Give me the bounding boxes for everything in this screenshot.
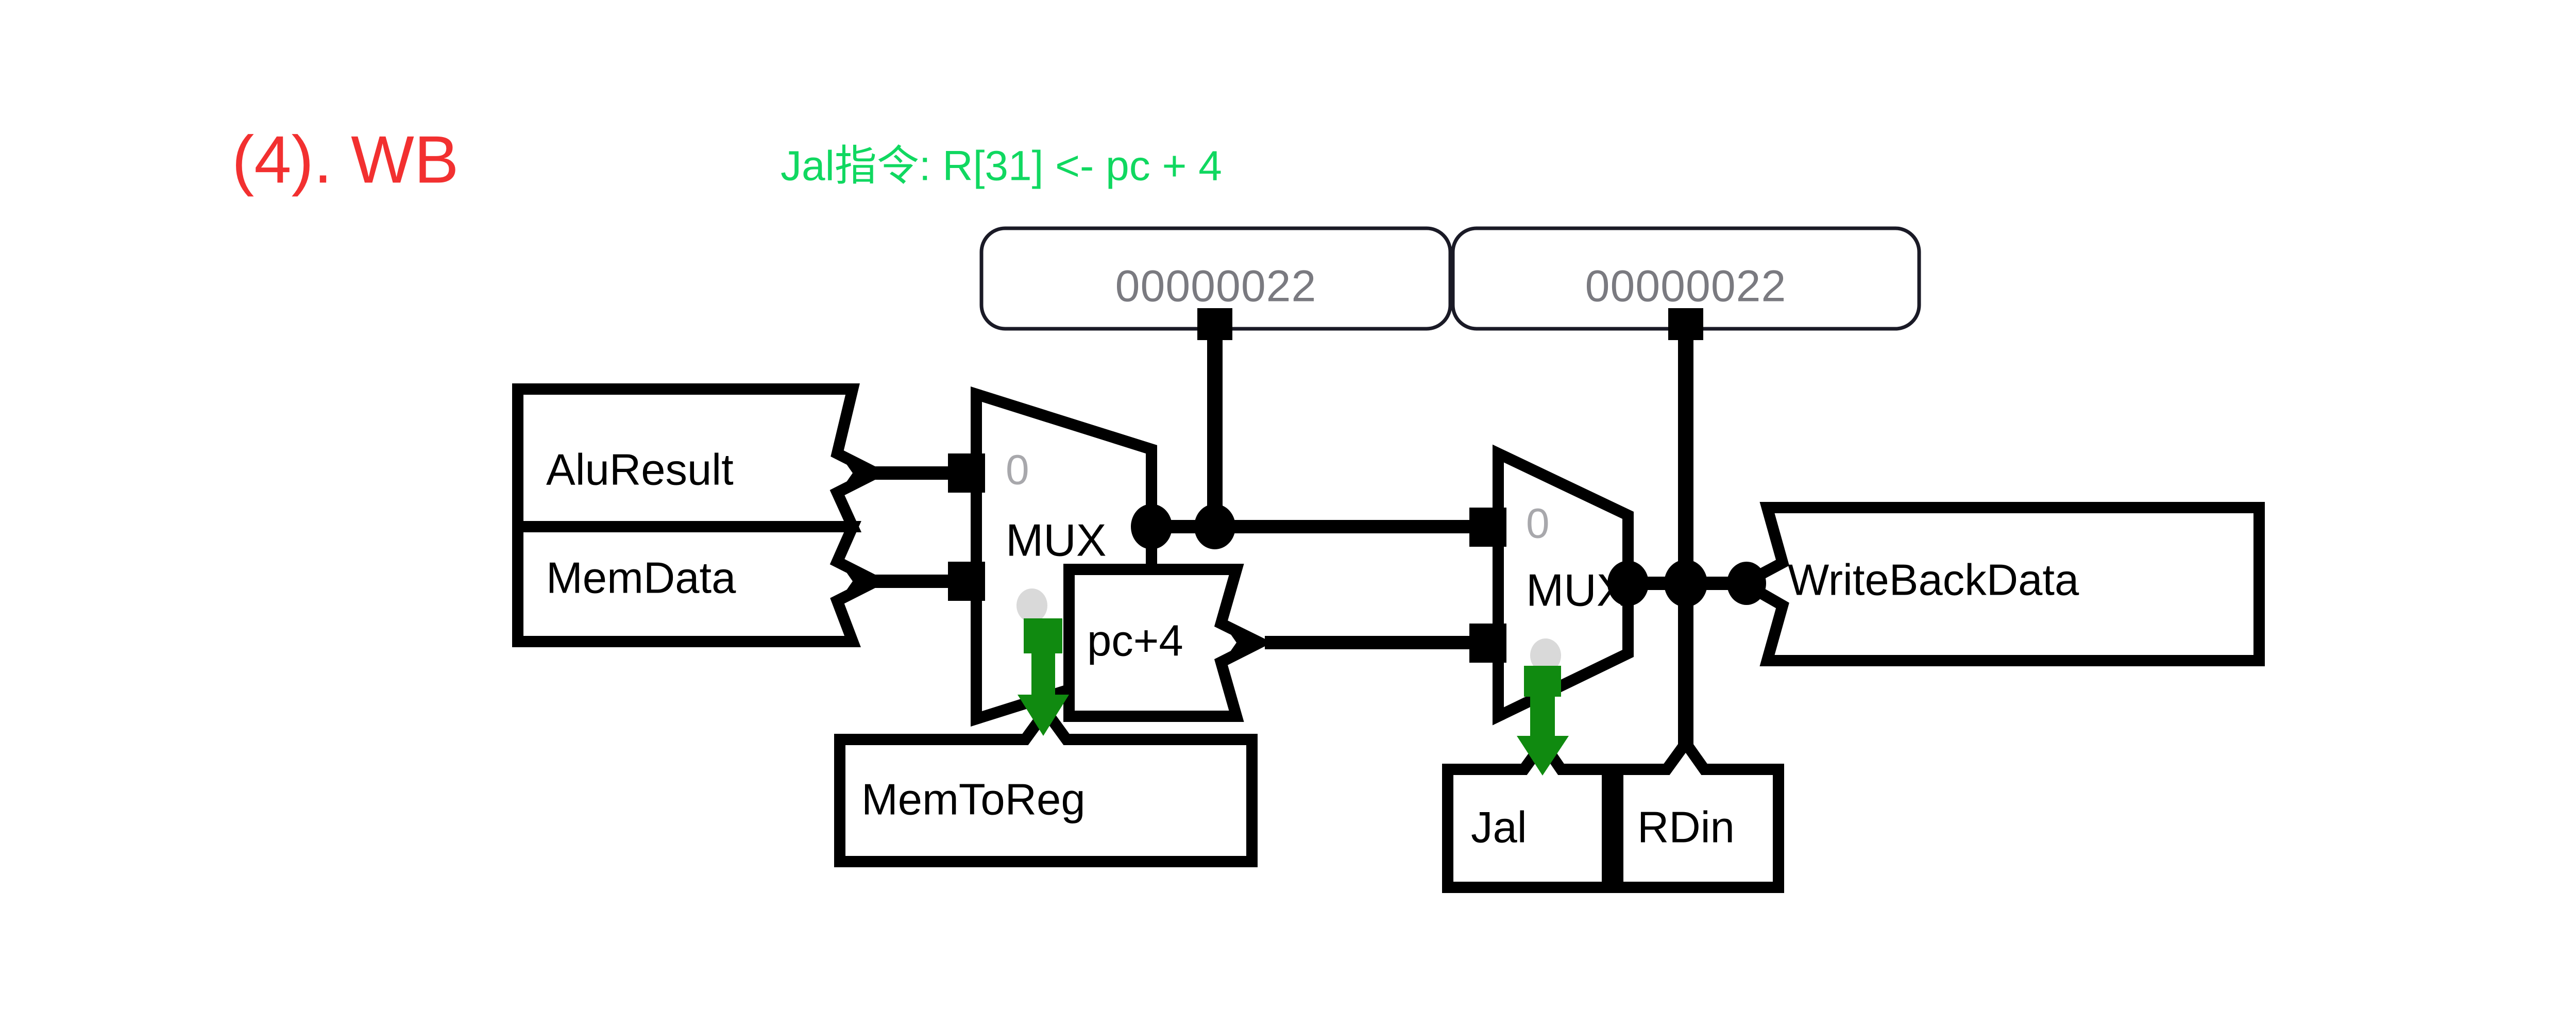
mux-1-port-1 [948,562,985,601]
pc-plus-4-block: pc+4 [1063,564,1273,722]
jal-control-arrow-icon [1517,666,1569,776]
mux-1-port-0 [948,453,985,493]
write-back-data-outline [1732,502,2265,666]
register-right-value: 00000022 [1585,262,1787,311]
mem-to-reg-outline [834,701,1258,867]
mem-to-reg-label: MemToReg [861,775,1086,824]
register-left-tap-port [1197,308,1232,340]
instruction-note: Jal指令: R[31] <- pc + 4 [781,143,1222,190]
jal-outline [1442,733,1613,893]
mux-2-port-1 [1469,624,1506,663]
mux-1-index-label: 0 [1006,447,1029,494]
register-box-left: 00000022 [979,226,1452,331]
rdin-outline [1612,733,1784,893]
mux-1-control-dot [1016,588,1047,622]
mux-2-control-dot [1530,638,1561,672]
write-back-data-label: WriteBackData [1788,556,2079,604]
junction-reg-left-bus [1194,504,1235,549]
register-left-value: 00000022 [1115,262,1317,311]
mem-data-block: MemData [512,521,889,647]
junction-mux1-output [1131,504,1172,549]
mem-to-reg-control-arrow-icon [1018,618,1069,736]
arrow-memdata-out-icon [837,559,878,603]
mux-1-name: MUX [1006,514,1107,565]
alu-result-block: AluResult [512,383,889,532]
mux-2-port-0 [1469,508,1506,547]
register-box-right: 00000022 [1451,226,1921,331]
pc-plus-4-label: pc+4 [1087,616,1183,665]
register-right-tap-port [1668,308,1703,340]
junction-writebackdata-input [1727,562,1766,605]
write-back-data-block: WriteBackData [1732,502,2265,666]
mem-data-label: MemData [546,553,736,602]
junction-mux2-output [1607,561,1649,606]
mem-to-reg-block: MemToReg [834,701,1258,867]
jal-label: Jal [1471,803,1527,852]
junction-reg-right-bus [1664,560,1707,607]
rdin-block: RDin [1612,733,1784,893]
alu-result-label: AluResult [546,445,734,494]
mux-2-index-label: 0 [1526,500,1550,547]
page-title: (4). WB [232,122,459,197]
arrow-aluresult-out-icon [837,451,878,495]
rdin-label: RDin [1637,803,1735,852]
arrow-pc4-out-icon [1221,620,1262,665]
jal-block: Jal [1442,733,1613,893]
